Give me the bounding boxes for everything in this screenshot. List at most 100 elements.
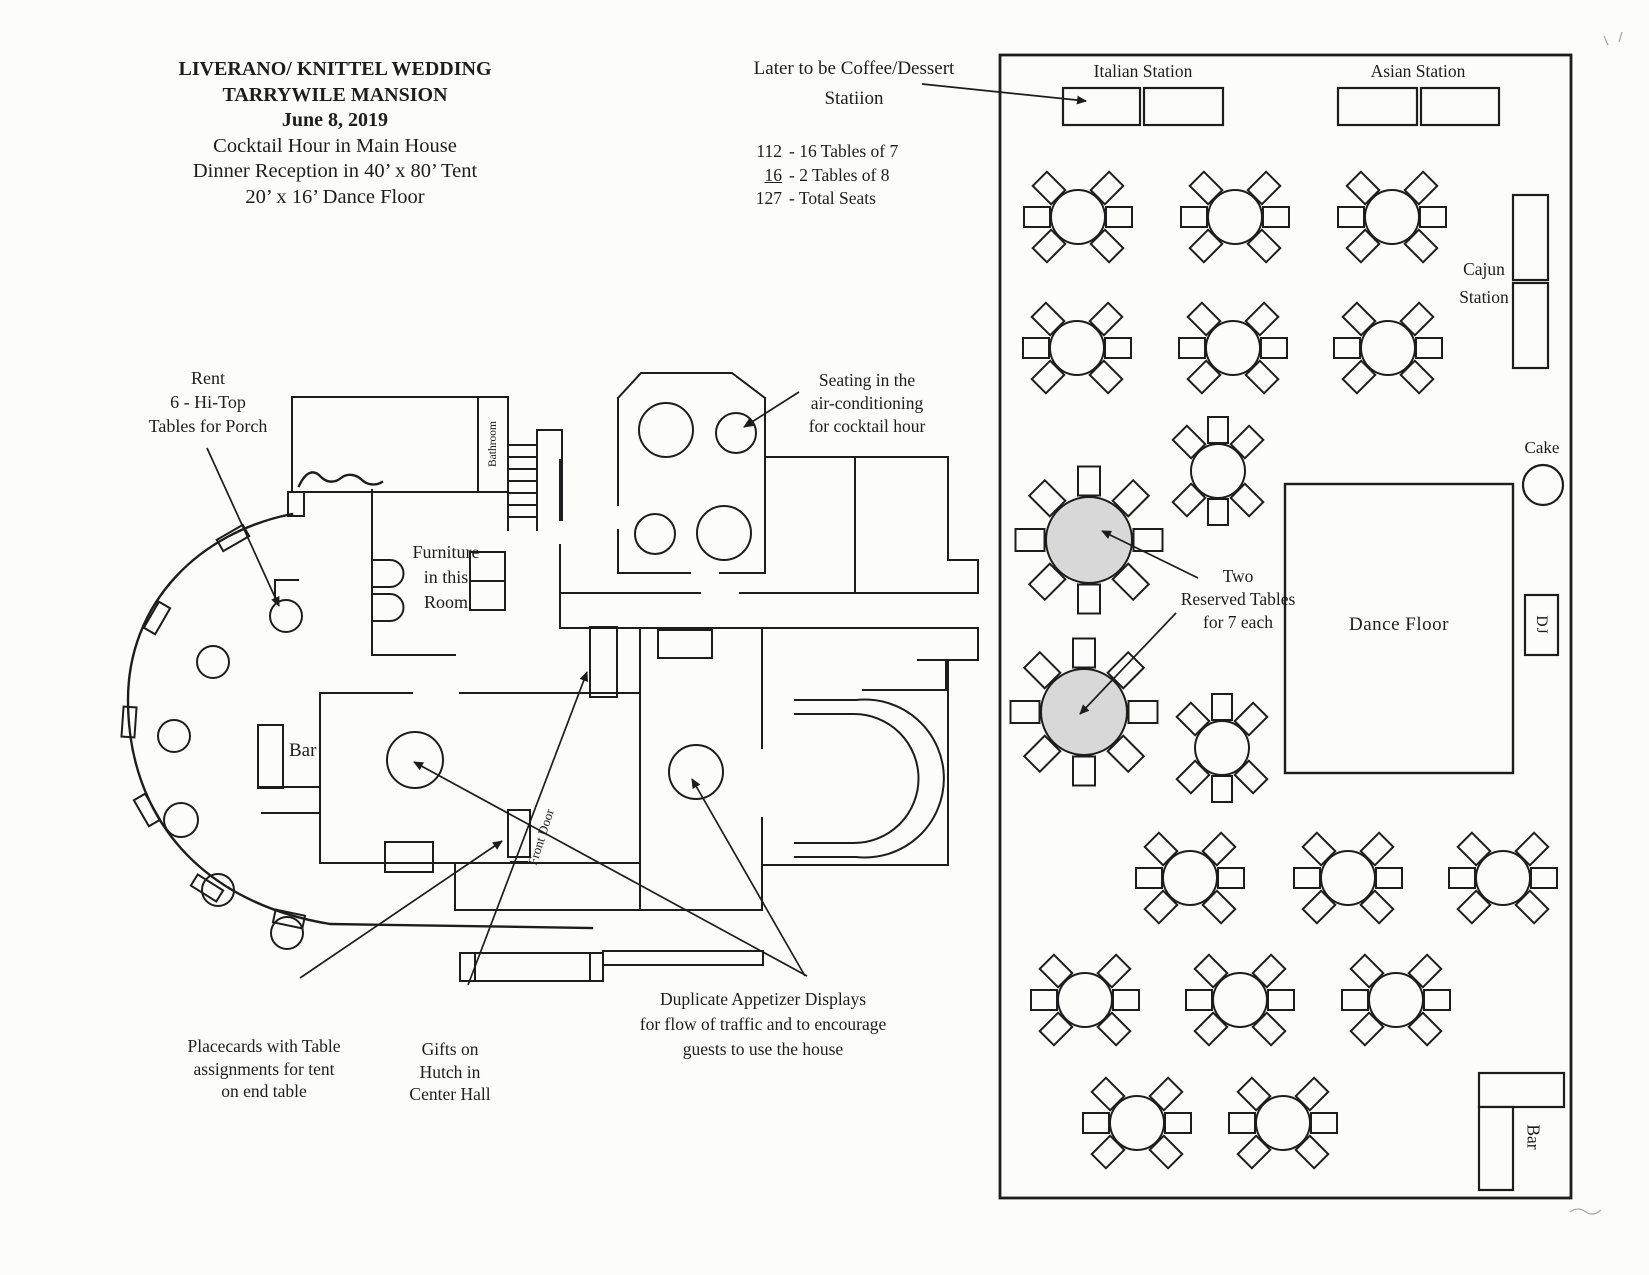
reserved-table bbox=[1014, 465, 1164, 615]
chair bbox=[1027, 478, 1067, 518]
appetizer-displays-note: Duplicate Appetizer Displays for flow of… bbox=[639, 989, 887, 1059]
chair bbox=[1262, 206, 1290, 228]
table-top bbox=[1255, 1095, 1311, 1151]
chair bbox=[1106, 734, 1146, 774]
side-table bbox=[657, 629, 713, 659]
bathroom-label: Bathroom bbox=[487, 421, 500, 467]
arrow-seating-sunroom bbox=[743, 391, 800, 428]
table-top bbox=[1045, 496, 1133, 584]
arrow-appetizer-left bbox=[413, 761, 808, 977]
dj-booth bbox=[1523, 593, 1560, 657]
chair bbox=[1111, 562, 1151, 602]
chair bbox=[1448, 867, 1476, 889]
guest-table bbox=[1341, 953, 1451, 1047]
guest-table bbox=[1228, 1076, 1338, 1170]
placecard-end-table bbox=[507, 809, 531, 858]
chair bbox=[1333, 337, 1361, 359]
furniture-symbol bbox=[373, 559, 405, 622]
annotation-arrows bbox=[206, 83, 1199, 986]
chair bbox=[1105, 206, 1133, 228]
table-top bbox=[1205, 320, 1261, 376]
chair bbox=[1127, 700, 1159, 724]
table-top bbox=[1360, 320, 1416, 376]
chair bbox=[1106, 650, 1146, 690]
front-steps bbox=[459, 950, 764, 982]
title-line: Dinner Reception in 40’ x 80’ Tent bbox=[192, 160, 478, 182]
chair bbox=[1310, 1112, 1338, 1134]
chair bbox=[1337, 206, 1365, 228]
title-line: LIVERANO/ KNITTEL WEDDING bbox=[178, 58, 492, 80]
chair bbox=[1077, 465, 1101, 497]
main-house-plan bbox=[120, 372, 979, 982]
table-top bbox=[1057, 972, 1113, 1028]
chair bbox=[1112, 989, 1140, 1011]
table-top bbox=[1212, 972, 1268, 1028]
table-top bbox=[1194, 720, 1250, 776]
scan-artifacts bbox=[1569, 31, 1623, 1215]
placecards-note: Placecards with Table assignments for te… bbox=[187, 1036, 341, 1101]
title-line: 20’ x 16’ Dance Floor bbox=[245, 185, 425, 208]
seat-count-summary: 112- 16 Tables of 7 16- 2 Tables of 8 12… bbox=[748, 140, 899, 211]
dance-floor-label: Dance Floor bbox=[1349, 614, 1449, 635]
asian-station-table-1 bbox=[1336, 86, 1419, 127]
porch-curve bbox=[126, 512, 594, 930]
table-top bbox=[1040, 668, 1128, 756]
chair bbox=[1014, 528, 1046, 552]
arrow-gifts-hutch bbox=[467, 671, 589, 986]
appetizer-display-table bbox=[668, 744, 724, 800]
guest-table bbox=[1135, 831, 1245, 925]
count-row: 16- 2 Tables of 8 bbox=[764, 164, 890, 185]
chair bbox=[1072, 755, 1096, 787]
guest-table bbox=[1448, 831, 1558, 925]
guest-table bbox=[1293, 831, 1403, 925]
chair bbox=[1132, 528, 1164, 552]
chair bbox=[1164, 1112, 1192, 1134]
italian-station-table-2 bbox=[1142, 86, 1225, 127]
chair bbox=[1022, 734, 1062, 774]
italian-station-label: Italian Station bbox=[1093, 61, 1193, 81]
house-bar bbox=[257, 724, 284, 789]
tent-plan bbox=[998, 53, 1573, 1200]
table-top bbox=[1190, 443, 1246, 499]
reserved-table bbox=[1009, 637, 1159, 787]
reserved-tables-note: Two Reserved Tables for 7 each bbox=[1180, 566, 1296, 632]
table-top bbox=[1050, 189, 1106, 245]
title-line: Cocktail Hour in Main House bbox=[213, 134, 457, 157]
chair bbox=[1030, 989, 1058, 1011]
appetizer-display-table bbox=[386, 731, 444, 789]
coffee-dessert-note: Later to be Coffee/Dessert Statiion bbox=[753, 58, 955, 109]
count-row: 127- Total Seats bbox=[755, 188, 876, 208]
house-bar-label: Bar bbox=[289, 740, 317, 761]
title-block: LIVERANO/ KNITTEL WEDDING TARRYWILE MANS… bbox=[178, 57, 491, 210]
cocktail-table bbox=[638, 402, 694, 458]
sunroom bbox=[616, 372, 767, 574]
cajun-station-table-2 bbox=[1511, 281, 1550, 370]
asian-station-label: Asian Station bbox=[1370, 61, 1466, 81]
chair bbox=[1293, 867, 1321, 889]
tent-outline bbox=[998, 53, 1573, 1200]
porch-hitop-tables bbox=[157, 599, 304, 950]
cake-table bbox=[1521, 463, 1565, 507]
guest-table bbox=[1030, 953, 1140, 1047]
cajun-station-label: Cajun Station bbox=[1459, 259, 1509, 307]
guest-tables-layer bbox=[1009, 170, 1558, 1170]
table-top bbox=[1207, 189, 1263, 245]
furniture-note: Furniture in this Room bbox=[412, 542, 480, 612]
chair bbox=[1217, 867, 1245, 889]
chair bbox=[1023, 206, 1051, 228]
table-top bbox=[1049, 320, 1105, 376]
tent-bar-side bbox=[1477, 1105, 1515, 1192]
chair bbox=[1207, 416, 1229, 444]
dance-floor bbox=[1283, 482, 1515, 775]
table-top bbox=[1475, 850, 1531, 906]
arrow-rent-porch bbox=[206, 447, 280, 607]
chair bbox=[1207, 498, 1229, 526]
table-top bbox=[1162, 850, 1218, 906]
chair bbox=[1419, 206, 1447, 228]
table-top bbox=[1364, 189, 1420, 245]
gifts-hutch-note: Gifts on Hutch in Center Hall bbox=[409, 1039, 491, 1104]
cake-label: Cake bbox=[1524, 438, 1560, 457]
guest-table bbox=[1022, 301, 1132, 395]
chair bbox=[1185, 989, 1213, 1011]
